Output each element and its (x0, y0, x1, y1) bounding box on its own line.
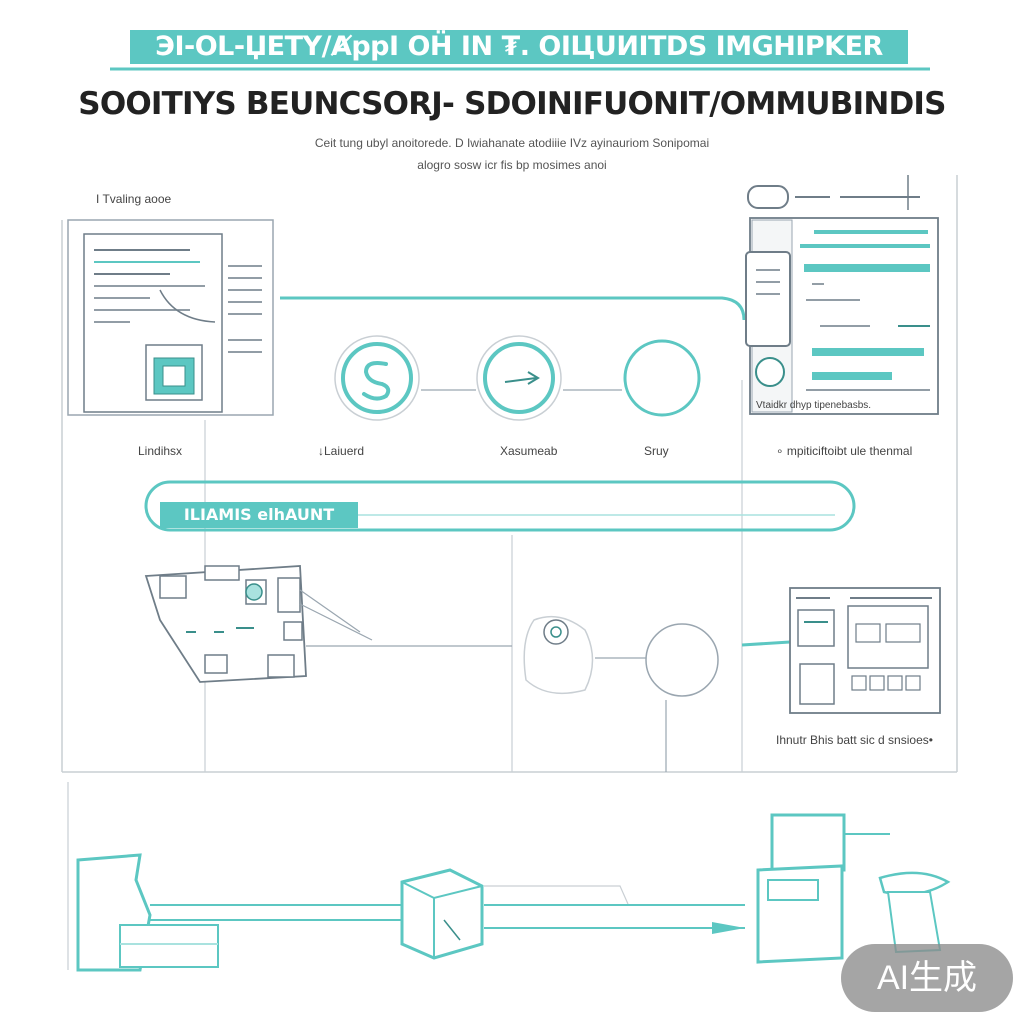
header-banner-text: ЭI-OL-ЏETY/ȺppI OḦ IN ₮. OIЦUИITDS IMGHI… (155, 31, 883, 62)
left-panel-label: Lindihsx (138, 444, 183, 458)
bottom-arrow-top (484, 885, 629, 905)
pipeline-bar-label-bg (160, 502, 358, 528)
ai-generated-badge: AI生成 (841, 944, 1013, 1012)
right-panel-label: ∘ mpiticiftoibt ule thenmal (776, 444, 913, 458)
process-node-1 (334, 335, 420, 421)
right-browser-panel (745, 175, 939, 415)
lower-node-right (645, 623, 719, 697)
process-node-3-label: Sruy (644, 444, 669, 458)
lower-right-window (789, 587, 941, 714)
process-node-2 (476, 335, 562, 421)
process-node-1-label: ↓Laiuerd (318, 444, 365, 458)
header-banner (130, 30, 908, 64)
subtitle-line-1: Ceit tung ubyl anoitorede. D Iwiahanate … (314, 136, 710, 150)
page-title: SOOITIYS BEUNCSORJ- SDOINIFUONIT/OMMUBIN… (78, 86, 946, 122)
left-document-panel (67, 219, 274, 416)
left-panel-caption: I Tvaling aooe (96, 192, 172, 206)
pipeline-bar-frame (144, 480, 856, 532)
right-panel-footer: Vtaidkr dhyp tipenebasbs. (756, 400, 872, 411)
bottom-machine-right (756, 813, 951, 964)
lower-to-window (741, 640, 791, 647)
process-node-3 (623, 339, 701, 417)
bottom-arrow-head (712, 922, 745, 934)
subtitle-line-2: alogro sosw icr fis bp mosimes anoi (417, 158, 607, 172)
bottom-cube (400, 868, 484, 960)
pipeline-bar-label: ILIAMIS elhAUNT (183, 505, 335, 524)
top-connector (280, 296, 746, 321)
lower-node-left (523, 615, 594, 695)
bottom-machine-left (76, 853, 219, 972)
process-node-2-label: Xasumeab (500, 444, 558, 458)
circuit-board (144, 565, 512, 683)
lower-right-caption: Ihnutr Bhis batt sic d snsioes• (776, 733, 933, 747)
